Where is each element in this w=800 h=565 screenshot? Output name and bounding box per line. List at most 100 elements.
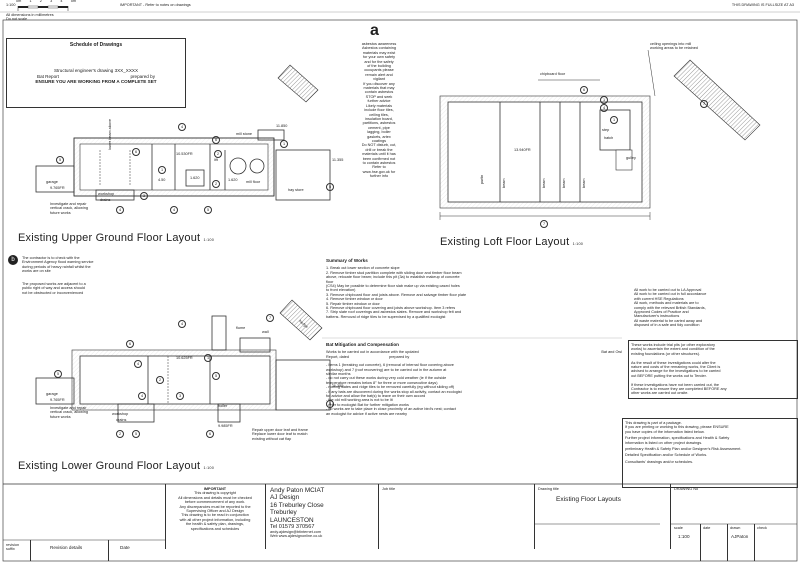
summary-item: 7. Strip slate roof coverings and asbest… xyxy=(326,310,462,319)
summary-item: 4. Remove timber window or door xyxy=(326,297,383,302)
right-of-way-note: The proposed works are adjacent to a pub… xyxy=(22,282,86,295)
loft-ceiling-note: ceiling openings into mill working areas… xyxy=(650,42,698,51)
company-address: Andy Paton MCIAT AJ Design 16 Treburley … xyxy=(270,487,325,524)
summary-item: 3. Remove chipboard floor and joists abo… xyxy=(326,292,467,297)
marker: 5 xyxy=(56,156,64,164)
lower-plan-title-text: Existing Lower Ground Floor Layout xyxy=(18,460,201,472)
marker: 1 xyxy=(600,96,608,104)
marker: 6 xyxy=(126,340,134,348)
bat-mitigation: Bat Mitigation and Compensation Works to… xyxy=(326,342,622,416)
revision-date-label: Date xyxy=(120,545,130,550)
scale-tick: 3 xyxy=(50,0,53,3)
important-title: IMPORTANT xyxy=(203,487,227,491)
summary-of-works: Summary of Works 1. Break out lower sect… xyxy=(326,258,622,319)
marker: 5 xyxy=(212,372,220,380)
upper-mill-floor: mill floor xyxy=(246,180,261,184)
summary-item: 2. Remove timber stud partition complete… xyxy=(326,270,462,293)
schedule-bat-report: Bat Report xyxy=(37,73,59,79)
loft-plan-title-text: Existing Loft Floor Layout xyxy=(440,236,570,248)
upper-mill-stone: mill stone xyxy=(236,132,253,136)
upper-garage-level: 9.765FR xyxy=(50,186,65,190)
company-email: andy.ajdesign@btinternet.com xyxy=(270,530,322,535)
marker: 5 xyxy=(54,370,62,378)
investigation-note: These works include trial pits (or other… xyxy=(628,340,798,399)
lower-garage-level: 9.765FR xyxy=(50,398,65,402)
marker: 6 xyxy=(132,148,140,156)
upper-hay-store: hay store xyxy=(288,188,304,192)
upper-workshop: workshop xyxy=(98,192,115,196)
lower-ground-floor-plan xyxy=(35,299,331,423)
loft-hatch: hatch xyxy=(604,136,614,140)
scale-tick: 1 xyxy=(29,0,32,3)
lower-flume: flume xyxy=(236,326,246,330)
loft-beam: beam xyxy=(542,178,546,189)
scale-field-label: scale xyxy=(674,526,683,530)
drawing-title: Existing Floor Layouts xyxy=(556,496,621,503)
upper-dim3: 4.50 xyxy=(158,178,166,182)
check-field-label: check xyxy=(757,526,767,530)
lower-plan-title: Existing Lower Ground Floor Layout 1:100 xyxy=(18,460,214,472)
upper-plan-title-text: Existing Upper Ground Floor Layout xyxy=(18,232,201,244)
marker: 2 xyxy=(214,150,222,158)
loft-dim-marker: 7 xyxy=(540,220,548,228)
marker: 4 xyxy=(178,123,186,131)
marker: 1 xyxy=(280,140,288,148)
dimensions-note: All dimensions in millimetres xyxy=(6,13,54,17)
marker: 4 xyxy=(134,360,142,368)
lower-level-right: 11.355 xyxy=(332,384,344,388)
bat-report-dated: Report, dated xyxy=(326,354,350,359)
schedule-box: Schedule of Drawings Structural engineer… xyxy=(6,38,186,108)
package-line: This drawing is part of a package. xyxy=(625,421,682,425)
upper-level-top: 11.850 xyxy=(276,124,288,128)
schedule-warning: ENSURE YOU ARE WORKING FROM A COMPLETE S… xyxy=(35,79,157,85)
upper-level-main: 10.530FR xyxy=(176,152,193,156)
company-block: Andy Paton MCIAT AJ Design 16 Treburley … xyxy=(270,487,376,539)
marker: 6 xyxy=(206,430,214,438)
marker: 1 xyxy=(610,116,618,124)
loft-step: step xyxy=(602,128,610,132)
summary-item: 6. Remove chipboard floor covering and j… xyxy=(326,306,456,311)
marker: 4 xyxy=(170,206,178,214)
upper-level-right: 11.355 xyxy=(332,158,344,162)
upper-drains: drains xyxy=(100,198,111,202)
marker: 4 xyxy=(178,320,186,328)
loft-beam: beam xyxy=(562,178,566,189)
marker: 7 xyxy=(266,314,274,322)
full-size-note: THIS DRAWING IS FULLSIZE AT A3 xyxy=(731,3,794,7)
marker: 2 xyxy=(116,430,124,438)
loft-beam: beam xyxy=(502,178,506,189)
upper-plan-scale: 1:100 xyxy=(203,238,215,242)
loft-gulley: gulley xyxy=(626,156,636,160)
marker: 1 xyxy=(158,166,166,174)
drawing-title-label: Drawing title xyxy=(538,487,559,491)
marker: 4 xyxy=(138,392,146,400)
lower-workshop: workshop xyxy=(112,412,129,416)
upper-plan-title: Existing Upper Ground Floor Layout 1:100 xyxy=(18,232,214,244)
scale-tick: 2 xyxy=(39,0,42,3)
general-notes: All work to be carried out to LA Approva… xyxy=(634,288,707,328)
drawn-field-value: AJPaton xyxy=(731,534,749,539)
marker: 3 xyxy=(176,392,184,400)
do-not-scale-note: Do not scale xyxy=(6,17,28,21)
scale-field-value: 1:100 xyxy=(678,534,690,539)
lower-wall: wall xyxy=(262,330,269,334)
marker: 4 xyxy=(116,206,124,214)
bat-line1-right: Bat and Owl xyxy=(601,350,622,355)
marker: 2 xyxy=(156,376,164,384)
flood-note-badge: b xyxy=(8,255,18,265)
marker: 3 xyxy=(140,192,148,200)
asbestos-note: asbestos awareness Asbestos containing m… xyxy=(361,42,397,179)
package-line: Consultants' drawings and/or schedules. xyxy=(625,459,694,464)
marker: 5 xyxy=(132,430,140,438)
drawing-no-label: DRAWING No xyxy=(674,487,699,491)
upper-lift: lift xyxy=(214,158,218,162)
marker: 5 xyxy=(204,206,212,214)
scale-label: 1:100 xyxy=(6,3,16,7)
marker: 6 xyxy=(212,136,220,144)
lower-investigate-note: Investigate and repair vertical crack, a… xyxy=(50,406,88,419)
scale-tick: 5m xyxy=(70,0,76,3)
important-text: This drawing is copyright All dimensions… xyxy=(178,491,252,531)
marker: 6 xyxy=(580,86,588,94)
marker: 5 xyxy=(326,400,334,408)
